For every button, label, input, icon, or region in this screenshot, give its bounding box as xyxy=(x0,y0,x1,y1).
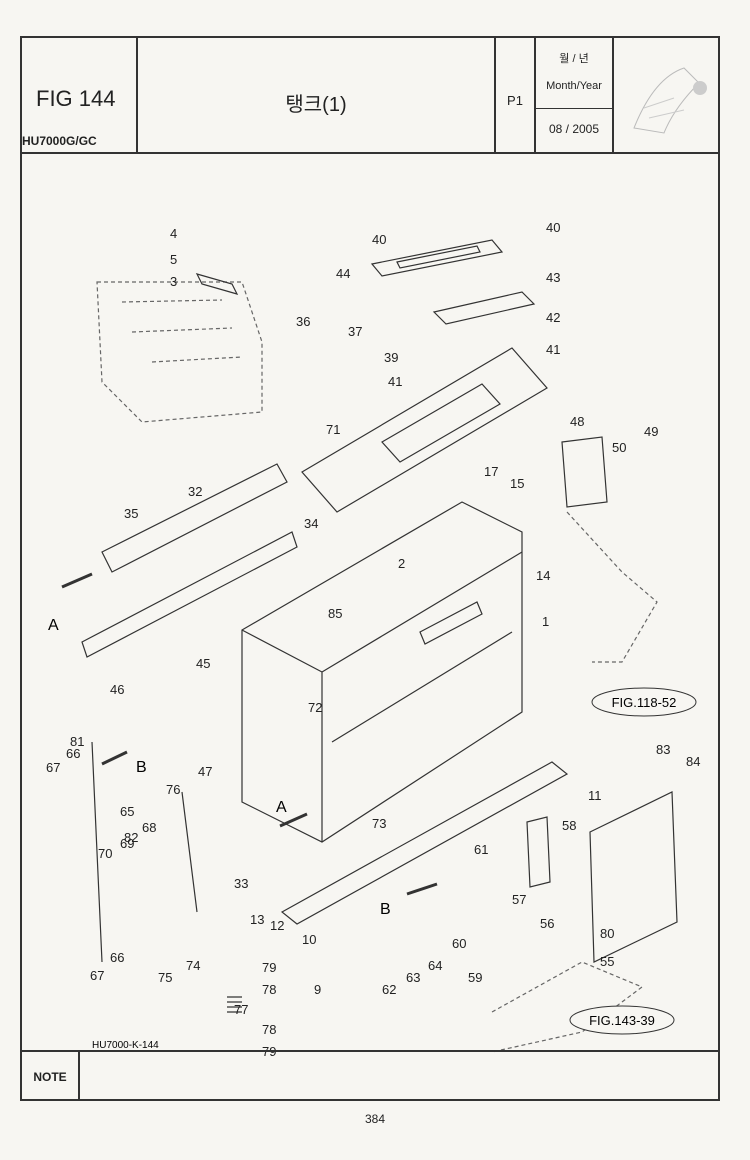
reference-label: FIG.118-52 xyxy=(612,695,677,710)
callout: 32 xyxy=(188,484,202,499)
callout: 46 xyxy=(110,682,124,697)
page-title: 탱크(1) xyxy=(285,94,347,116)
callout: 75 xyxy=(158,970,172,985)
fig-number: FIG 144 xyxy=(36,86,116,111)
callout: 74 xyxy=(186,958,200,973)
exploded-parts-drawing: A A B B FIG.118-52 FIG.143-39 1 2 3 4 5 … xyxy=(46,220,700,1059)
callout: 40 xyxy=(546,220,560,235)
header: FIG 144 HU7000G/GC 탱크(1) P1 월 / 년 Month/… xyxy=(22,38,718,154)
callout: 17 xyxy=(484,464,498,479)
callout: 65 xyxy=(120,804,134,819)
callout: 11 xyxy=(588,788,602,803)
callout: 61 xyxy=(474,842,488,857)
note-row: NOTE xyxy=(22,1050,718,1101)
callout: 68 xyxy=(142,820,156,835)
callout: 78 xyxy=(262,982,276,997)
reference-bubble xyxy=(591,687,697,717)
view-marker: B xyxy=(380,901,391,918)
reference-label: FIG.143-39 xyxy=(589,1013,655,1028)
callout: 13 xyxy=(250,912,264,927)
callout: 73 xyxy=(372,816,386,831)
callout: 57 xyxy=(512,892,526,907)
callout: 71 xyxy=(326,422,340,437)
callout: 2 xyxy=(398,556,405,571)
callout: 5 xyxy=(170,252,177,267)
callout: 66 xyxy=(66,746,80,761)
callout: 76 xyxy=(166,782,180,797)
title-cell: 탱크(1) xyxy=(138,38,496,152)
callout: 35 xyxy=(124,506,138,521)
callout: 66 xyxy=(110,950,124,965)
date-divider xyxy=(536,108,612,109)
callout: 77 xyxy=(234,1002,248,1017)
figure-frame: FIG 144 HU7000G/GC 탱크(1) P1 월 / 년 Month/… xyxy=(20,36,720,1101)
callout: 15 xyxy=(510,476,524,491)
callout: 41 xyxy=(388,374,402,389)
callout: 4 xyxy=(170,226,177,241)
callout: 84 xyxy=(686,754,700,769)
callout: 43 xyxy=(546,270,560,285)
callout: 64 xyxy=(428,958,442,973)
callout: 67 xyxy=(90,968,104,983)
callout: 44 xyxy=(336,266,350,281)
reference-bubble xyxy=(569,1005,675,1035)
callout: 59 xyxy=(468,970,482,985)
callout: 82 xyxy=(124,830,138,845)
callout: 12 xyxy=(270,918,284,933)
date-cell: 월 / 년 Month/Year 08 / 2005 xyxy=(536,38,614,152)
callout: 41 xyxy=(546,342,560,357)
callout: 67 xyxy=(46,760,60,775)
callout: 62 xyxy=(382,982,396,997)
callout: 72 xyxy=(308,700,322,715)
stamp-icon xyxy=(633,67,707,134)
callout: 48 xyxy=(570,414,584,429)
view-marker: A xyxy=(48,617,59,634)
callout: 36 xyxy=(296,314,310,329)
callout: 69 xyxy=(120,836,134,851)
callout: 70 xyxy=(98,846,112,861)
callout: 37 xyxy=(348,324,362,339)
callout: 34 xyxy=(304,516,318,531)
callout: 33 xyxy=(234,876,248,891)
page-number: 384 xyxy=(364,1112,386,1126)
callout: 81 xyxy=(70,734,84,749)
model-code: HU7000G/GC xyxy=(22,134,97,148)
view-marker: A xyxy=(276,799,287,816)
date-label-kr: 월 / 년 xyxy=(559,53,589,65)
callout: 3 xyxy=(170,274,177,289)
callout: 42 xyxy=(546,310,560,325)
fig-cell: FIG 144 HU7000G/GC xyxy=(22,38,138,152)
callout: 78 xyxy=(262,1022,276,1037)
date-label-en: Month/Year xyxy=(546,80,602,92)
page-code: P1 xyxy=(507,93,523,108)
view-marker: B xyxy=(136,759,147,776)
callout: 58 xyxy=(562,818,576,833)
callout: 60 xyxy=(452,936,466,951)
note-label: NOTE xyxy=(22,1052,80,1101)
callout: 55 xyxy=(600,954,614,969)
callout: 14 xyxy=(536,568,550,583)
callout: 9 xyxy=(314,982,321,997)
callout: 80 xyxy=(600,926,614,941)
callout: 40 xyxy=(372,232,386,247)
callout: 56 xyxy=(540,916,554,931)
callout: 50 xyxy=(612,440,626,455)
callout: 39 xyxy=(384,350,398,365)
page-code-cell: P1 xyxy=(496,38,536,152)
drawing-code: HU7000-K-144 xyxy=(92,1040,159,1051)
callout: 47 xyxy=(198,764,212,779)
callout: 10 xyxy=(302,932,316,947)
callout: 49 xyxy=(644,424,658,439)
callout: 63 xyxy=(406,970,420,985)
callout: 83 xyxy=(656,742,670,757)
date-value: 08 / 2005 xyxy=(548,122,600,136)
callout: 85 xyxy=(328,606,342,621)
callout: 1 xyxy=(542,614,549,629)
callout: 45 xyxy=(196,656,210,671)
approval-stamp-area xyxy=(614,38,718,152)
callout: 79 xyxy=(262,960,276,975)
